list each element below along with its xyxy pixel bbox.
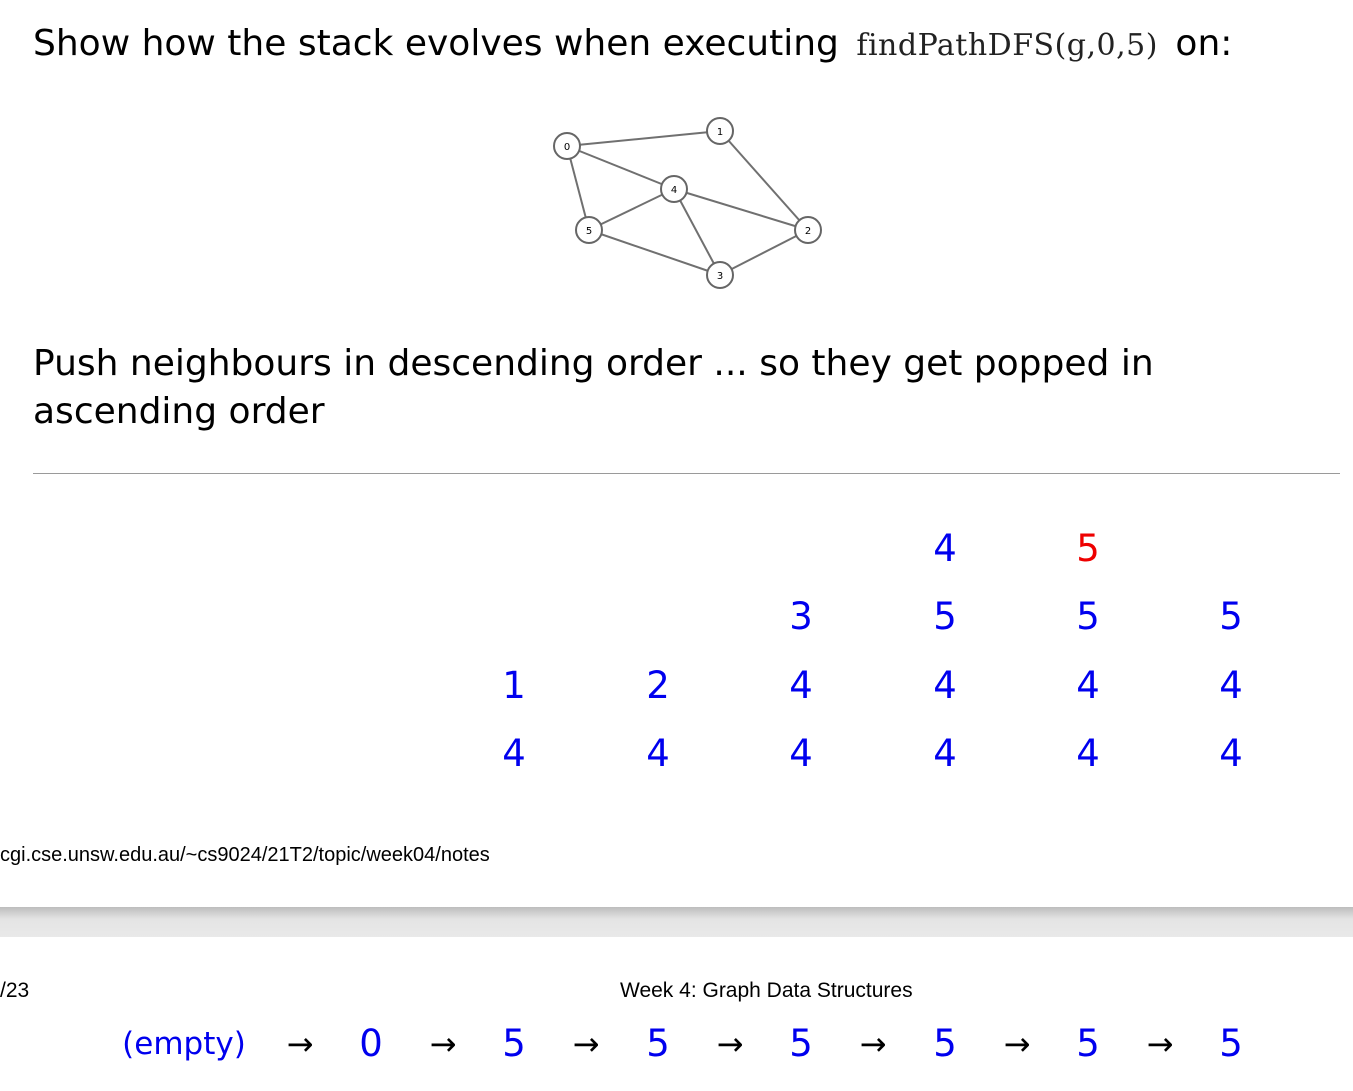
graph-node-label: 2: [805, 226, 811, 237]
sequence-item: 5: [502, 1022, 526, 1065]
stack-cell: 4: [933, 732, 957, 775]
sequence-item: 0: [359, 1022, 383, 1065]
stack-cell: 4: [789, 732, 813, 775]
stack-cell: 4: [1076, 732, 1100, 775]
edge-0-5: [566, 145, 590, 231]
graph-node-label: 0: [564, 142, 570, 153]
graph-node-3: [706, 261, 734, 289]
heading-prefix: Show how the stack evolves when executin…: [33, 23, 839, 64]
sequence-item: 5: [933, 1022, 957, 1065]
edge-1-2: [719, 130, 809, 231]
graph-diagram: 0 1 2 3 4 5: [553, 117, 822, 289]
week-title: Week 4: Graph Data Structures: [620, 979, 913, 1002]
sequence-arrow: →: [572, 1025, 600, 1063]
edge-4-5: [588, 188, 675, 231]
sequence-item: 5: [1076, 1022, 1100, 1065]
sequence-arrow: →: [1146, 1025, 1174, 1063]
stack-cell: 5: [1076, 527, 1100, 570]
stack-cell: 5: [1076, 595, 1100, 638]
divider: [33, 473, 1340, 474]
stack-cell: 4: [1076, 664, 1100, 707]
stack-cell: 2: [646, 664, 670, 707]
stack-cell: 4: [1219, 664, 1243, 707]
stack-cell: 4: [646, 732, 670, 775]
graph-node-5: [575, 216, 603, 244]
source-url: cgi.cse.unsw.edu.au/~cs9024/21T2/topic/w…: [0, 844, 490, 866]
edge-4-3: [673, 188, 721, 276]
ordering-note: Push neighbours in descending order ... …: [33, 343, 1154, 432]
edge-0-1: [566, 130, 721, 147]
sequence-item: 5: [646, 1022, 670, 1065]
graph-node-2: [794, 216, 822, 244]
sequence-arrow: →: [429, 1025, 457, 1063]
stack-cell: 5: [933, 595, 957, 638]
stack-cell: 4: [933, 527, 957, 570]
edge-3-2: [719, 229, 809, 276]
edge-0-4: [566, 145, 675, 190]
sequence-item: 5: [1219, 1022, 1243, 1065]
stack-cell: 4: [502, 732, 526, 775]
stack-cell: 1: [502, 664, 526, 707]
slide-heading: Show how the stack evolves when executin…: [33, 20, 1333, 70]
graph-node-label: 5: [586, 226, 592, 237]
heading-suffix: on:: [1175, 23, 1233, 64]
stack-cell: 3: [789, 595, 813, 638]
graph-node-label: 3: [717, 271, 723, 282]
sequence-item: 5: [789, 1022, 813, 1065]
sequence-arrow: →: [716, 1025, 744, 1063]
slide-separator-bar: [0, 907, 1353, 937]
graph-node-0: [553, 132, 581, 160]
graph-node-4: [660, 175, 688, 203]
stack-cell: 4: [789, 664, 813, 707]
edge-4-2: [673, 188, 809, 231]
stack-cell: 5: [1219, 595, 1243, 638]
page-number: /23: [0, 979, 30, 1002]
heading-code: findPathDFS(g,0,5): [856, 28, 1158, 63]
graph-node-1: [706, 117, 734, 145]
stack-cell: 4: [933, 664, 957, 707]
sequence-arrow: →: [1003, 1025, 1031, 1063]
graph-node-label: 1: [717, 127, 723, 138]
sequence-arrow: →: [859, 1025, 887, 1063]
sequence-item: (empty): [122, 1026, 246, 1062]
graph-node-label: 4: [671, 185, 677, 196]
sequence-arrow: →: [286, 1025, 314, 1063]
stack-cell: 4: [1219, 732, 1243, 775]
edge-5-3: [588, 229, 721, 276]
